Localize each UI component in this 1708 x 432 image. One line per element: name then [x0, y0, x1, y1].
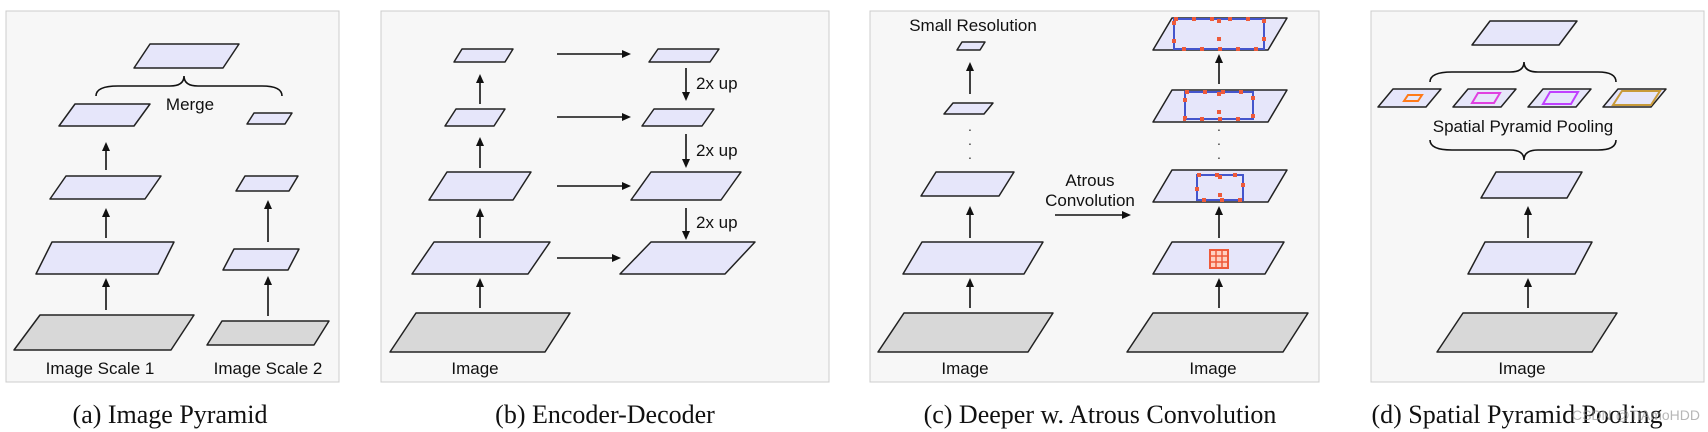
- watermark: CSDN @TiAmoHDD: [1572, 407, 1700, 423]
- a-image-scale1-plane: [13, 314, 195, 351]
- c-right-ellipsis-3: ·: [1217, 149, 1222, 165]
- panel-b-encoder-decoder: 2x up 2x up 2x up Image (b) Encoder-Deco…: [380, 10, 830, 429]
- c-right-ellipsis-1: ·: [1217, 121, 1222, 137]
- panel-c-atrous: · · · · · · Small: [869, 10, 1320, 429]
- c-left-plane-4: [956, 41, 986, 51]
- c-atrous-dots-3: [1183, 90, 1255, 121]
- b-enc-arrowhead-3: [476, 137, 484, 146]
- c-left-ellipsis-2: ·: [968, 135, 973, 151]
- c-caption: (c) Deeper w. Atrous Convolution: [924, 400, 1277, 429]
- b-up-arrowhead-3: [682, 231, 690, 240]
- c-left-plane-2: [920, 171, 1015, 197]
- b-encoder-plane-4: [453, 48, 514, 63]
- d-pool-region-3: [1541, 91, 1580, 105]
- b-image-label: Image: [451, 359, 498, 378]
- d-image-label: Image: [1498, 359, 1545, 378]
- c-right-arrowhead-2: [1215, 206, 1223, 215]
- a-arrowhead-s2-2: [264, 200, 272, 209]
- c-image-label-right: Image: [1189, 359, 1236, 378]
- b-skip-arrowhead-4: [612, 254, 621, 262]
- a-feature-plane-s2-3: [246, 112, 293, 125]
- a-image-scale2-plane: [206, 320, 330, 346]
- b-enc-arrowhead-1: [476, 278, 484, 287]
- b-up-arrowhead-1: [682, 92, 690, 101]
- d-arrowhead-2: [1524, 206, 1532, 215]
- a-arrowhead-3: [102, 142, 110, 151]
- a-arrowhead-2: [102, 208, 110, 217]
- d-feature-plane-2: [1480, 171, 1583, 199]
- d-output-plane: [1471, 20, 1578, 46]
- b-up-arrowhead-2: [682, 159, 690, 168]
- d-caption: (d) Spatial Pyramid Pooling: [1371, 400, 1662, 429]
- panel-d-spp: Spatial Pyramid Pooling Image (d) Spatia…: [1370, 10, 1705, 429]
- b-encoder-plane-1: [411, 241, 551, 275]
- c-right-image-plane: [1126, 312, 1309, 353]
- b-up-label-2: 2x up: [696, 141, 738, 160]
- c-left-ellipsis-3: ·: [968, 149, 973, 165]
- a-scale2-label: Image Scale 2: [214, 359, 323, 378]
- c-left-plane-3: [943, 102, 994, 115]
- b-skip-arrowhead-1: [622, 50, 631, 58]
- b-skip-arrowhead-3: [622, 182, 631, 190]
- a-merge-label: Merge: [166, 95, 214, 114]
- c-right-arrowhead-3: [1215, 54, 1223, 63]
- b-enc-arrowhead-4: [476, 74, 484, 83]
- panel-a-image-pyramid: Merge Image Scale 1 Image Scale 2 (a) Im…: [5, 10, 340, 429]
- a-merge-brace: [95, 75, 283, 97]
- c-left-image-plane: [877, 312, 1054, 353]
- b-decoder-plane-2: [641, 108, 715, 127]
- b-decoder-plane-4: [619, 241, 756, 275]
- c-right-ellipsis-2: ·: [1217, 135, 1222, 151]
- c-left-plane-1: [902, 241, 1044, 275]
- d-pool-plane-1: [1377, 88, 1442, 108]
- c-atrous-dots-4: [1172, 17, 1266, 51]
- b-image-plane: [389, 312, 571, 353]
- c-left-arrowhead-2: [966, 206, 974, 215]
- c-image-label-left: Image: [941, 359, 988, 378]
- c-right-arrowhead-1: [1215, 278, 1223, 287]
- c-left-arrowhead-1: [966, 278, 974, 287]
- b-enc-arrowhead-2: [476, 208, 484, 217]
- d-pool-region-2: [1470, 92, 1502, 104]
- b-up-label-3: 2x up: [696, 213, 738, 232]
- a-scale1-label: Image Scale 1: [46, 359, 155, 378]
- d-image-plane: [1436, 312, 1618, 353]
- d-top-brace: [1429, 61, 1617, 83]
- d-pool-plane-4: [1602, 88, 1667, 108]
- c-left-arrowhead-3: [966, 62, 974, 71]
- a-feature-plane-1: [35, 241, 175, 275]
- d-bottom-brace: [1429, 139, 1617, 161]
- a-feature-plane-3: [58, 103, 151, 127]
- c-atrous-label-2: Convolution: [1045, 191, 1135, 210]
- a-caption: (a) Image Pyramid: [73, 400, 268, 429]
- a-feature-plane-s2-2: [235, 175, 299, 192]
- b-decoder-plane-3: [630, 171, 742, 201]
- c-right-plane-2: [1152, 169, 1288, 203]
- a-arrowhead-1: [102, 278, 110, 287]
- a-feature-plane-s2-1: [222, 248, 300, 271]
- b-encoder-plane-2: [428, 171, 532, 201]
- a-feature-plane-2: [49, 175, 162, 200]
- b-caption: (b) Encoder-Decoder: [495, 400, 715, 429]
- c-atrous-dots-2: [1195, 173, 1245, 202]
- d-pool-region-1: [1402, 94, 1424, 102]
- d-feature-plane-1: [1467, 241, 1593, 275]
- b-encoder-plane-3: [444, 108, 506, 127]
- c-atrous-arrowhead: [1122, 211, 1131, 219]
- d-spp-label: Spatial Pyramid Pooling: [1433, 117, 1613, 136]
- b-skip-arrowhead-2: [622, 113, 631, 121]
- c-atrous-label-1: Atrous: [1065, 171, 1114, 190]
- a-arrowhead-s2-1: [264, 276, 272, 285]
- a-merged-output-plane: [133, 43, 240, 69]
- d-pool-region-4: [1611, 90, 1662, 106]
- c-atrous-kernel-1: [1209, 249, 1229, 269]
- b-up-label-1: 2x up: [696, 74, 738, 93]
- d-arrowhead-1: [1524, 278, 1532, 287]
- b-decoder-plane-1: [648, 48, 720, 63]
- c-small-res-label: Small Resolution: [909, 16, 1037, 35]
- c-left-ellipsis-1: ·: [968, 121, 973, 137]
